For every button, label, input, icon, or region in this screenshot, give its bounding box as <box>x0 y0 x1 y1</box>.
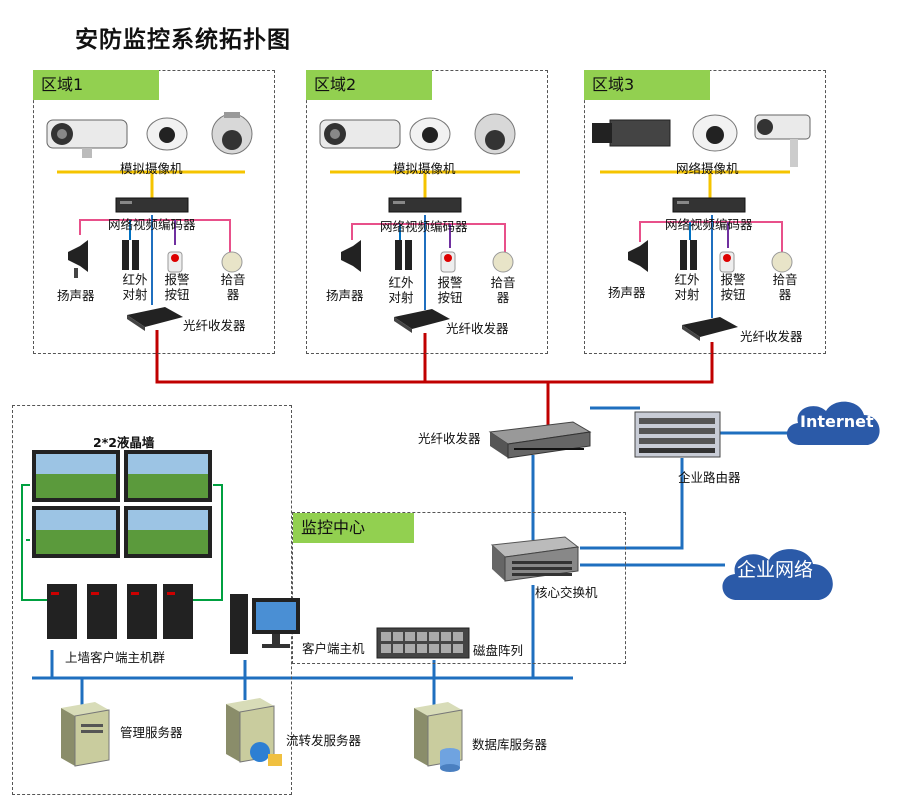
fiber-backbone <box>155 330 714 425</box>
zone-2-speaker-label: 扬声器 <box>326 288 364 303</box>
speaker-icon <box>68 240 88 278</box>
monitor-center-tag: 监控中心 <box>293 513 414 543</box>
wall-cabling <box>21 484 223 601</box>
ptz-camera-icon <box>474 113 516 155</box>
zone-2-camera-label: 模拟摄像机 <box>393 161 456 176</box>
infrared-icon <box>122 240 139 270</box>
zone-3-speaker-label: 扬声器 <box>608 285 646 300</box>
zone-2-pickup-label: 拾音 器 <box>490 275 516 305</box>
zone-1-cameras <box>46 112 253 158</box>
zone-2-cameras <box>319 113 516 155</box>
pickup-icon <box>221 251 243 273</box>
zone-1-tag: 区域1 <box>33 70 159 100</box>
speaker-icon <box>341 240 361 272</box>
zone-1-infrared-label: 红外 对射 <box>122 272 148 302</box>
zone-3-pickup-label: 拾音 器 <box>772 272 798 302</box>
forward-server-label: 流转发服务器 <box>286 733 362 748</box>
disk-array-icon <box>376 627 470 659</box>
core-switch-label: 核心交换机 <box>535 585 598 600</box>
mgmt-server-icon <box>61 702 110 767</box>
zone-2-alarm-label: 报警 按钮 <box>437 275 463 305</box>
zone2-wires <box>330 170 520 310</box>
enterprise-cloud-icon <box>722 549 833 600</box>
core-switch-icon <box>490 536 580 582</box>
zone-2-encoder-label: 网络视频编码器 <box>380 219 468 234</box>
zone-3-camera-label: 网络摄像机 <box>676 161 739 176</box>
db-server-label: 数据库服务器 <box>472 737 548 752</box>
page-title: 安防监控系统拓扑图 <box>75 27 291 53</box>
zone-1-transceiver-label: 光纤收发器 <box>183 318 246 333</box>
zone-3-transceiver-label: 光纤收发器 <box>740 329 803 344</box>
alarm-button-icon <box>440 251 456 273</box>
infrared-icon <box>680 240 697 270</box>
zone-1-peripherals <box>68 240 243 278</box>
client-host-icon <box>230 594 300 654</box>
alarm-button-icon <box>719 251 735 273</box>
zone-2-tag: 区域2 <box>306 70 432 100</box>
db-server-icon <box>414 702 463 772</box>
zone-3-cameras <box>592 114 811 167</box>
router-icon <box>634 411 721 458</box>
center-transceiver-label: 光纤收发器 <box>418 431 481 446</box>
zone-3-encoder-label: 网络视频编码器 <box>665 217 753 232</box>
video-wall-icon <box>32 450 212 558</box>
bullet-camera-icon <box>319 119 401 149</box>
zone-2-infrared-label: 红外 对射 <box>388 275 414 305</box>
zone-1-encoder-label: 网络视频编码器 <box>108 217 196 232</box>
client-cluster-icon <box>47 584 193 639</box>
monitor-center-zone <box>292 512 626 664</box>
bullet-camera-icon <box>754 114 811 167</box>
zone-3-transceiver-icon <box>682 317 738 341</box>
infrared-icon <box>395 240 412 270</box>
zone-1-speaker-label: 扬声器 <box>57 288 95 303</box>
pickup-icon <box>492 251 514 273</box>
pickup-icon <box>771 251 793 273</box>
zone-1-alarm-label: 报警 按钮 <box>164 272 190 302</box>
dome-camera-icon <box>409 117 451 151</box>
forward-server-icon <box>226 698 282 766</box>
zone-2-encoder-icon <box>388 197 462 213</box>
zone-2-transceiver-label: 光纤收发器 <box>446 321 509 336</box>
zone-3-tag: 区域3 <box>584 70 710 100</box>
router-label: 企业路由器 <box>678 470 741 485</box>
zone-3-infrared-label: 红外 对射 <box>674 272 700 302</box>
zone-1-pickup-label: 拾音 器 <box>220 272 246 302</box>
client-host-label: 客户端主机 <box>302 641 365 656</box>
bullet-camera-icon <box>46 119 128 158</box>
disk-array-label: 磁盘阵列 <box>473 643 524 658</box>
video-wall-label: 2*2液晶墙 <box>93 435 155 450</box>
zone-3-alarm-label: 报警 按钮 <box>720 272 746 302</box>
zone1-wires <box>57 170 245 305</box>
alarm-button-icon <box>167 251 183 273</box>
speaker-icon <box>628 240 648 272</box>
zone-3-encoder-icon <box>672 197 746 213</box>
zone3-wires <box>600 170 790 318</box>
center-transceiver-icon <box>488 421 592 459</box>
client-cluster-label: 上墙客户端主机群 <box>65 650 166 665</box>
zone-2-peripherals <box>341 240 514 273</box>
ptz-camera-icon <box>211 112 253 155</box>
box-camera-icon <box>592 119 671 147</box>
mgmt-server-label: 管理服务器 <box>120 725 183 740</box>
enterprise-network-label: 企业网络 <box>737 559 814 581</box>
zone-2-transceiver-icon <box>394 309 450 333</box>
zone-1-encoder-icon <box>115 197 189 213</box>
network-lines <box>32 406 790 705</box>
internet-label: Internet <box>800 412 874 431</box>
zone-1-transceiver-icon <box>127 307 183 331</box>
dome-camera-icon <box>146 117 188 151</box>
internet-cloud-icon <box>786 401 880 445</box>
zone-3-peripherals <box>628 240 793 273</box>
zone-1-camera-label: 模拟摄像机 <box>120 161 183 176</box>
dome-camera-icon <box>692 114 738 152</box>
